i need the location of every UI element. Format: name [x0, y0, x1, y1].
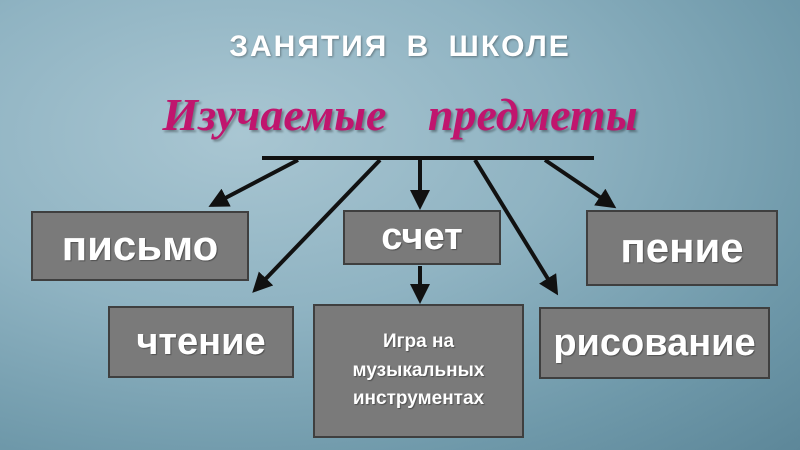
subject-writing: письмо	[31, 211, 249, 281]
arrow-to-reading	[252, 158, 382, 293]
arrow-to-drawing	[473, 158, 559, 296]
subject-counting: счет	[343, 210, 501, 265]
subject-music: Игра на музыкальных инструментах	[313, 304, 524, 438]
arrow-to-singing	[543, 158, 617, 209]
subject-drawing: рисование	[539, 307, 770, 379]
subject-singing: пение	[586, 210, 778, 286]
arrow-to-writing	[208, 158, 299, 207]
slide-subtitle: Изучаемые предметы	[162, 89, 638, 140]
slide-title: ЗАНЯТИЯ В ШКОЛЕ	[229, 30, 571, 63]
subject-reading: чтение	[108, 306, 294, 378]
